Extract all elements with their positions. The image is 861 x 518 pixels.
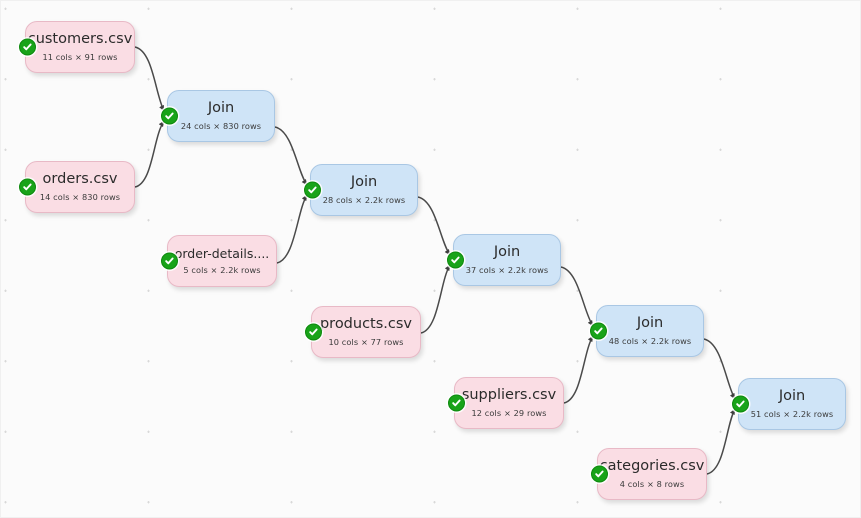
node-title: Join	[207, 99, 235, 116]
node-title: customers.csv	[27, 30, 133, 47]
edge-join4-to-join5[interactable]	[703, 338, 736, 400]
edge-join1-to-join2[interactable]	[274, 126, 308, 186]
node-subtitle: 14 cols × 830 rows	[39, 192, 121, 203]
edge-suppliers-to-join4[interactable]	[563, 335, 594, 404]
node-subtitle: 48 cols × 2.2k rows	[608, 336, 692, 347]
node-title: suppliers.csv	[461, 386, 557, 403]
check-circle-icon	[732, 395, 749, 413]
node-join1[interactable]: Join 24 cols × 830 rows	[161, 90, 275, 142]
node-join2[interactable]: Join 28 cols × 2.2k rows	[304, 164, 418, 216]
edge-products-to-join3[interactable]	[420, 264, 451, 334]
node-subtitle: 37 cols × 2.2k rows	[465, 265, 549, 276]
node-title: products.csv	[319, 315, 413, 332]
node-categories[interactable]: categories.csv 4 cols × 8 rows	[591, 448, 707, 500]
node-title: order-details....	[174, 245, 270, 261]
node-title: categories.csv	[599, 457, 705, 474]
check-circle-icon	[590, 322, 607, 340]
node-title: Join	[493, 243, 521, 260]
edge-join2-to-join3[interactable]	[417, 196, 451, 256]
node-suppliers[interactable]: suppliers.csv 12 cols × 29 rows	[448, 377, 564, 429]
node-subtitle: 11 cols × 91 rows	[42, 52, 118, 63]
node-order-details[interactable]: order-details.... 5 cols × 2.2k rows	[161, 235, 277, 287]
node-subtitle: 51 cols × 2.2k rows	[750, 409, 834, 420]
node-orders[interactable]: orders.csv 14 cols × 830 rows	[19, 161, 135, 213]
node-title: Join	[778, 387, 806, 404]
node-title: Join	[636, 314, 664, 331]
node-join3[interactable]: Join 37 cols × 2.2k rows	[447, 234, 561, 286]
check-circle-icon	[591, 465, 608, 483]
node-customers[interactable]: customers.csv 11 cols × 91 rows	[19, 21, 135, 73]
node-title: orders.csv	[42, 170, 118, 187]
check-circle-icon	[19, 178, 36, 196]
check-circle-icon	[161, 252, 178, 270]
node-subtitle: 4 cols × 8 rows	[619, 479, 685, 490]
node-subtitle: 24 cols × 830 rows	[180, 121, 262, 132]
node-subtitle: 28 cols × 2.2k rows	[322, 195, 406, 206]
check-circle-icon	[448, 394, 465, 412]
node-title: Join	[350, 173, 378, 190]
check-circle-icon	[161, 107, 178, 125]
check-circle-icon	[304, 181, 321, 199]
edge-orders-to-join1[interactable]	[134, 120, 165, 188]
edge-order-details-to-join2[interactable]	[276, 194, 308, 264]
edge-join3-to-join4[interactable]	[560, 266, 594, 327]
node-join4[interactable]: Join 48 cols × 2.2k rows	[590, 305, 704, 357]
node-subtitle: 5 cols × 2.2k rows	[183, 265, 261, 276]
edge-customers-to-join1[interactable]	[134, 46, 165, 112]
node-products[interactable]: products.csv 10 cols × 77 rows	[305, 306, 421, 358]
node-subtitle: 10 cols × 77 rows	[328, 337, 404, 348]
check-circle-icon	[305, 323, 322, 341]
node-join5[interactable]: Join 51 cols × 2.2k rows	[732, 378, 846, 430]
edge-categories-to-join5[interactable]	[706, 408, 736, 475]
check-circle-icon	[447, 251, 464, 269]
check-circle-icon	[19, 38, 36, 56]
node-subtitle: 12 cols × 29 rows	[471, 408, 547, 419]
